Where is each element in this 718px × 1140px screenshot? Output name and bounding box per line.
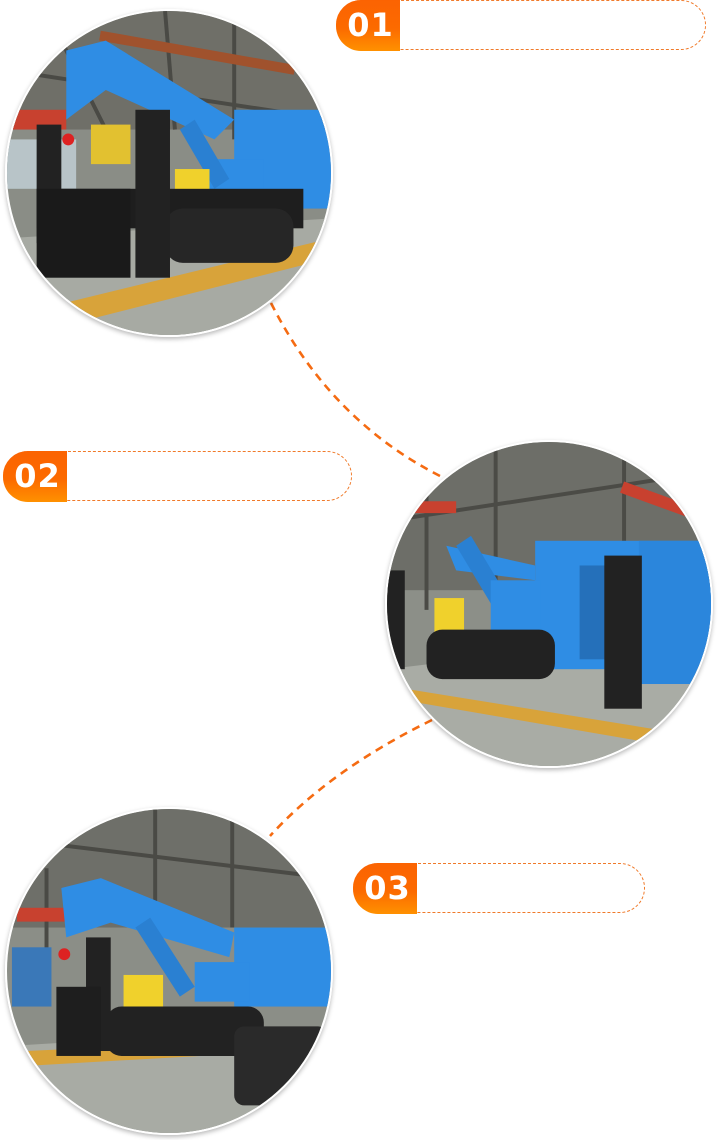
step-2-badge: 02 [2,450,352,502]
step-2-photo [385,440,713,768]
step-1-photo [5,9,333,337]
step-3-photo [5,807,333,1135]
step-3-label [424,864,624,912]
step-1-badge: 01 [335,0,706,51]
crane-machine-image [7,809,331,1133]
step-3-badge: 03 [352,862,645,914]
crane-machine-image [387,442,711,766]
step-2-label [74,452,331,500]
connector-2-to-3 [269,718,433,837]
step-2-number: 02 [2,450,67,502]
step-3-number: 03 [352,862,417,914]
step-1-number: 01 [335,0,400,51]
crane-machine-image [7,11,331,335]
step-1-label [407,1,685,49]
